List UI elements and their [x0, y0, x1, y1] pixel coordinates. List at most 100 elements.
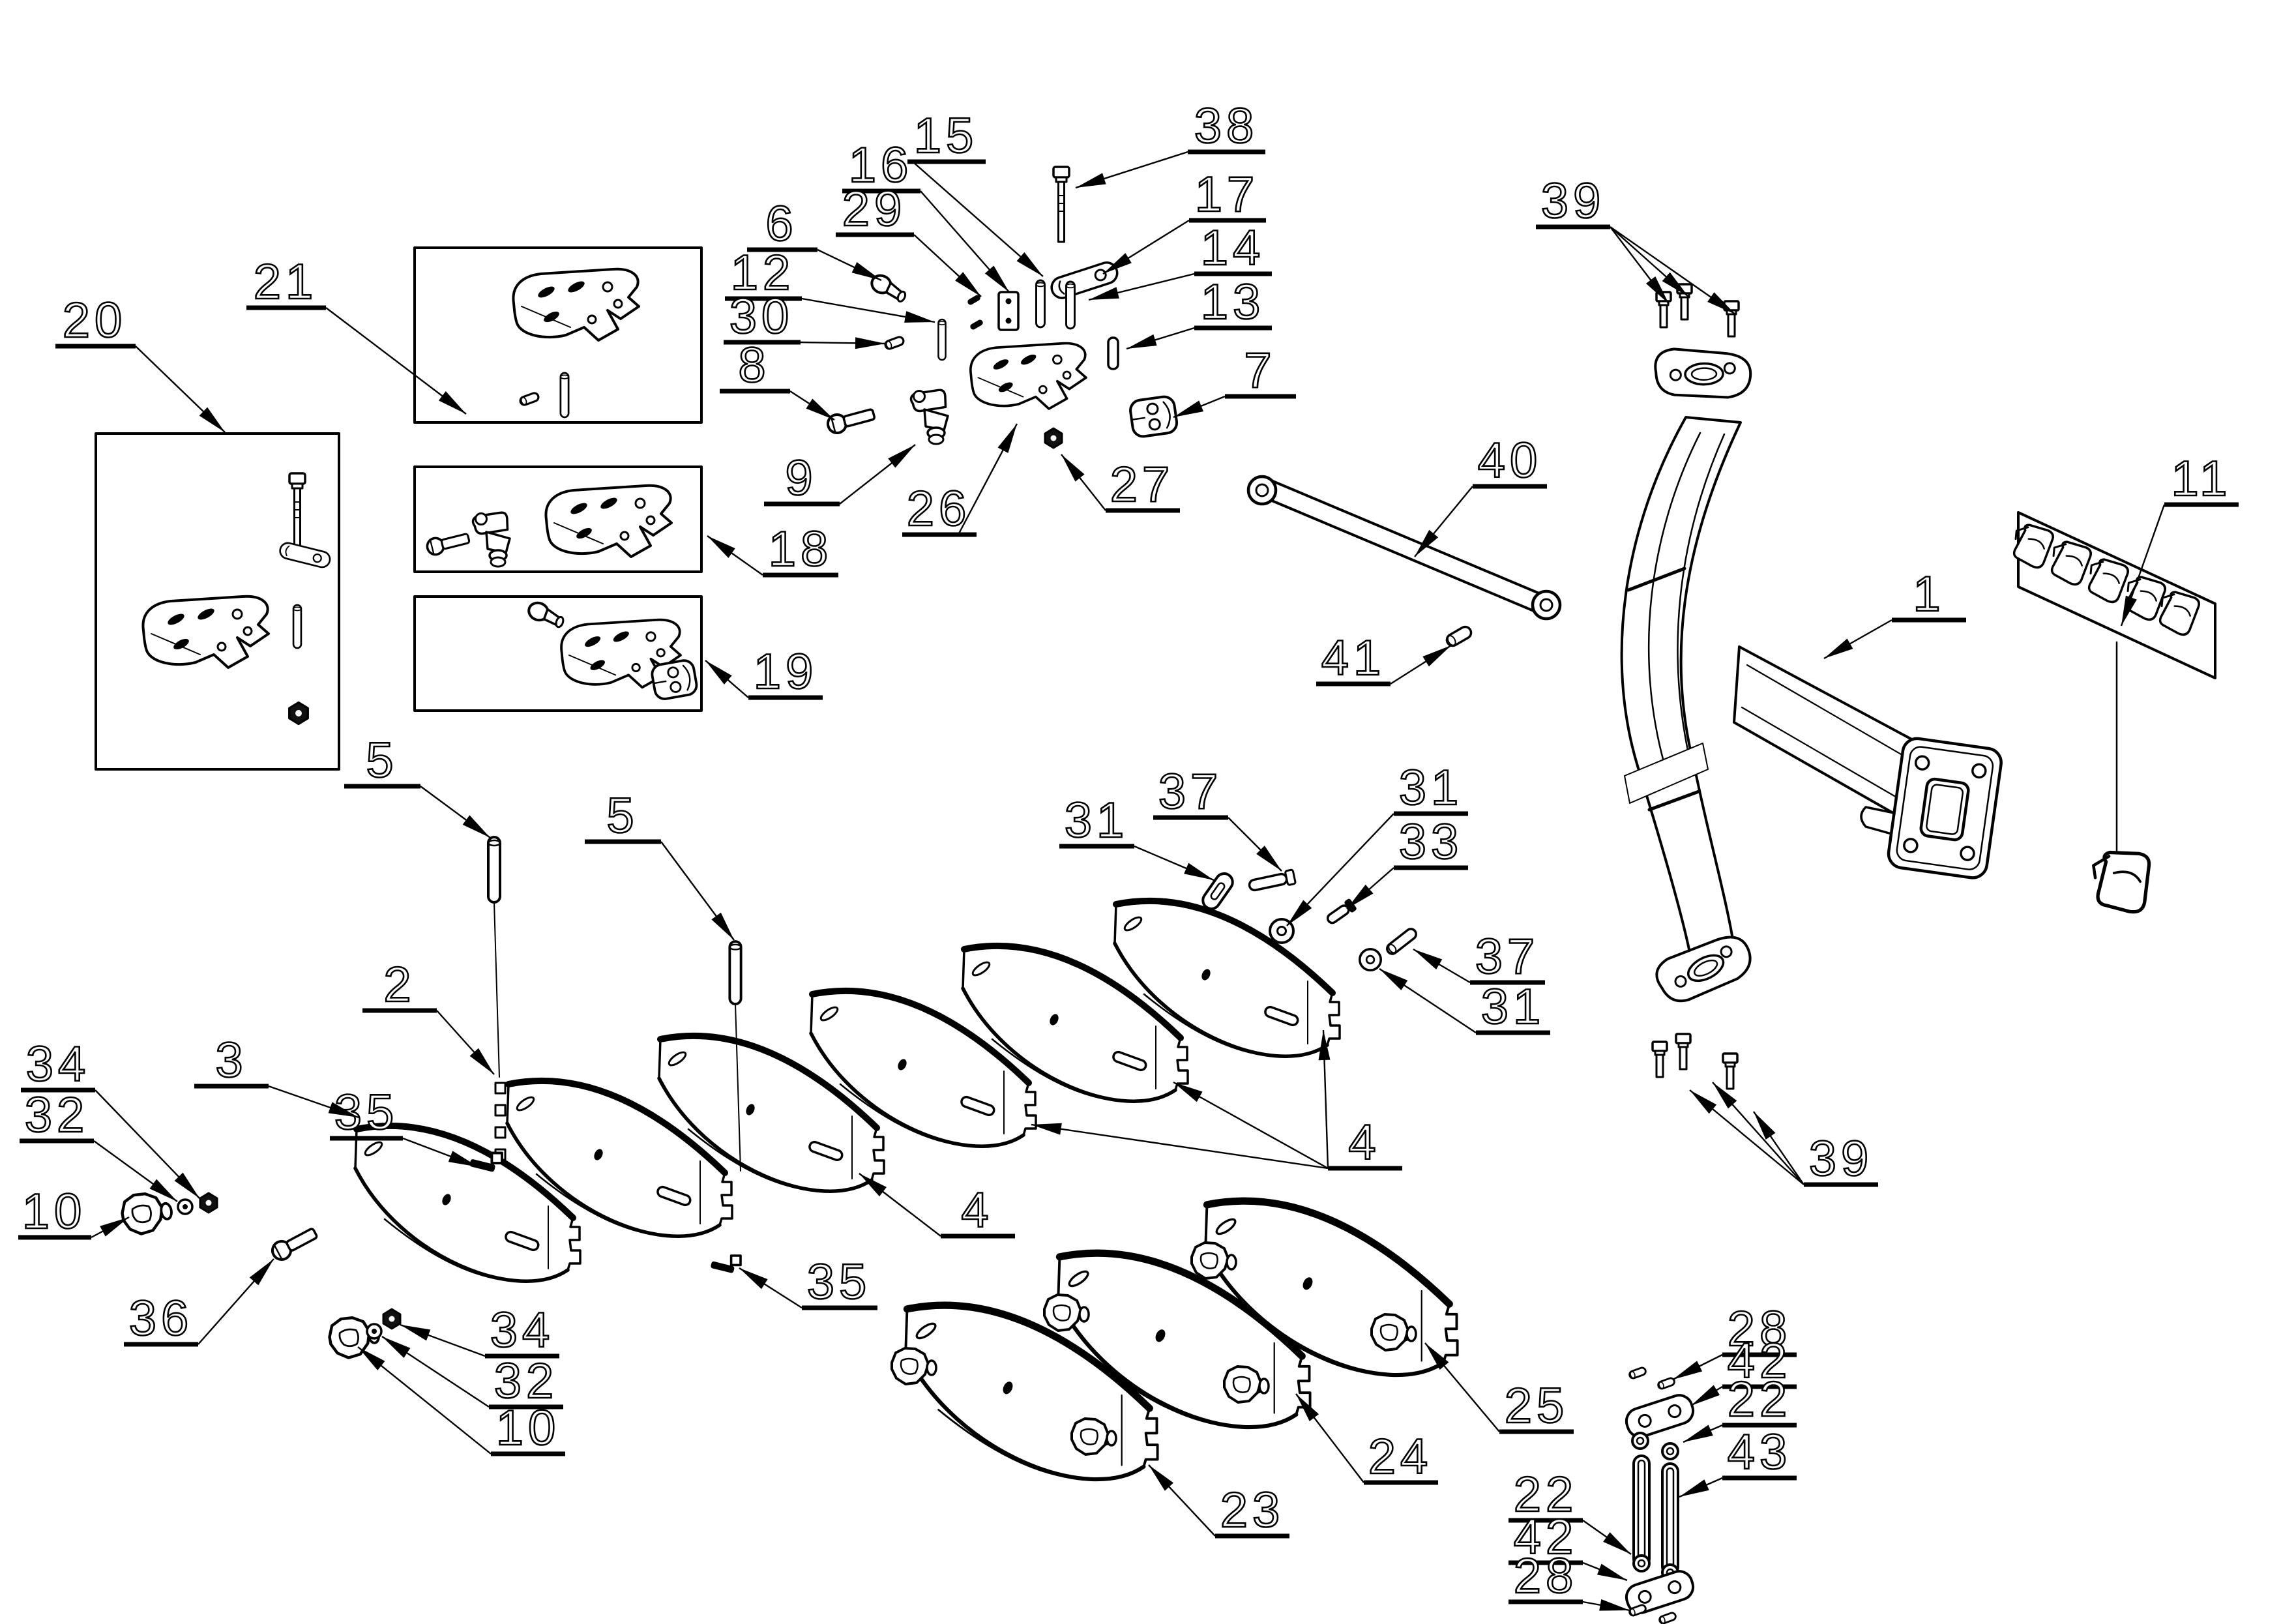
- callout-8: 8: [720, 337, 835, 421]
- callout-31: 31: [1059, 792, 1214, 881]
- part-washer-32b: [366, 1323, 383, 1340]
- part-nuts-22-top: [1631, 1432, 1679, 1460]
- callout-20: 20: [55, 292, 226, 433]
- callout-31: 31: [1286, 760, 1468, 926]
- callout-22: 22: [1509, 1466, 1632, 1555]
- leader-arrowhead: [1597, 1563, 1627, 1580]
- leader-arrowhead: [100, 1217, 129, 1237]
- callout-num: 41: [1321, 630, 1386, 686]
- leader-arrowhead: [400, 1325, 431, 1341]
- part-pin-12: [937, 318, 947, 361]
- leader-line: [1031, 1123, 1329, 1170]
- leader-arrowhead: [469, 1048, 494, 1074]
- callout-num: 24: [1368, 1429, 1433, 1484]
- leader-arrowhead: [1645, 276, 1669, 304]
- callout-4: 4: [859, 1173, 1015, 1239]
- callout-num: 32: [25, 1087, 89, 1143]
- kit-18-contents: [424, 484, 673, 568]
- callout-num: 8: [738, 338, 770, 393]
- callout-42: 42: [1509, 1509, 1628, 1582]
- callout-16: 16: [842, 137, 1010, 293]
- part-washer-31c: [1359, 948, 1382, 971]
- callout-35: 35: [739, 1254, 877, 1310]
- parts-layer: [95, 166, 2216, 1624]
- callout-33: 33: [1346, 814, 1468, 909]
- callout-num: 17: [1195, 167, 1259, 222]
- callout-num: 37: [1158, 764, 1223, 819]
- callout-34: 34: [21, 1036, 200, 1199]
- leader-arrowhead: [1603, 1532, 1631, 1554]
- leader-arrowhead: [1173, 400, 1204, 417]
- leader-arrowhead: [1379, 969, 1408, 990]
- callout-num: 6: [765, 196, 797, 252]
- part-pin-15: [1035, 279, 1046, 329]
- callout-5: 5: [585, 788, 735, 941]
- callout-num: 3: [215, 1033, 247, 1088]
- callout-27: 27: [1061, 454, 1180, 513]
- callout-num: 21: [254, 254, 318, 310]
- callout-39: 39: [1689, 1082, 1878, 1187]
- leader-arrowhead: [904, 311, 935, 323]
- leader-arrowhead: [328, 1102, 359, 1117]
- leader-arrowhead: [705, 660, 732, 685]
- callout-1: 1: [1823, 566, 1966, 660]
- leader-arrowhead: [1422, 645, 1451, 667]
- part-screws-29: [967, 295, 983, 330]
- leader-arrowhead: [1103, 253, 1132, 274]
- kit-21-contents: [512, 267, 640, 419]
- callout-num: 2: [383, 957, 415, 1012]
- callout-num: 34: [490, 1303, 555, 1358]
- part-bolt-38: [1052, 166, 1070, 243]
- callout-num: 10: [496, 1400, 561, 1456]
- part-pins-28-top: [1627, 1365, 1677, 1391]
- callout-40: 40: [1414, 432, 1547, 557]
- callout-9: 9: [764, 444, 916, 507]
- callout-num: 36: [129, 1291, 194, 1346]
- callout-num: 27: [1110, 457, 1175, 512]
- part-bolt-36: [269, 1224, 319, 1263]
- leader-arrowhead: [174, 1172, 199, 1198]
- callout-28: 28: [1672, 1301, 1797, 1381]
- leader-arrowhead: [1413, 949, 1443, 970]
- kit-box-19: [413, 595, 703, 712]
- leader-arrowhead: [739, 1268, 768, 1290]
- callout-24: 24: [1295, 1393, 1438, 1485]
- leader-arrowhead: [1061, 454, 1085, 482]
- callout-22: 22: [1683, 1371, 1797, 1443]
- callout-3: 3: [194, 1032, 359, 1119]
- callout-37: 37: [1413, 928, 1545, 985]
- callout-num: 4: [1348, 1115, 1380, 1170]
- callout-19: 19: [705, 643, 823, 700]
- leader-arrowhead: [1599, 1599, 1630, 1611]
- leader-arrowhead: [1683, 1425, 1713, 1442]
- callout-num: 18: [769, 522, 833, 577]
- callout-num: 20: [63, 293, 127, 348]
- leader-arrowhead: [707, 536, 735, 558]
- callout-34: 34: [400, 1302, 559, 1359]
- callout-num: 31: [1399, 760, 1464, 816]
- leader-arrowhead: [1149, 1465, 1174, 1491]
- callout-num: 5: [366, 733, 398, 788]
- callout-10: 10: [357, 1346, 565, 1456]
- leader-arrowhead: [888, 445, 915, 468]
- leader-arrowhead: [1754, 1112, 1776, 1140]
- leader-arrowhead: [199, 407, 225, 432]
- leader-arrowhead: [806, 398, 834, 420]
- part-link-42-top: [1621, 1391, 1698, 1441]
- callout-num: 29: [842, 181, 907, 237]
- leader-arrowhead: [1256, 846, 1282, 871]
- callout-num: 26: [907, 481, 971, 537]
- leader-arrowhead: [358, 1347, 385, 1370]
- leader-arrowhead: [1824, 638, 1853, 658]
- callout-36: 36: [124, 1258, 274, 1347]
- kit-20-contents: [141, 472, 332, 726]
- callout-num: 16: [849, 138, 913, 193]
- fastener-bolts-39-bottom: [1651, 1033, 1739, 1090]
- callout-23: 23: [1148, 1464, 1289, 1539]
- part-pin-5a: [487, 836, 501, 1078]
- callout-num: 11: [2171, 451, 2232, 507]
- callout-37: 37: [1153, 763, 1282, 872]
- callout-18: 18: [707, 521, 838, 578]
- leader-arrowhead: [984, 265, 1009, 292]
